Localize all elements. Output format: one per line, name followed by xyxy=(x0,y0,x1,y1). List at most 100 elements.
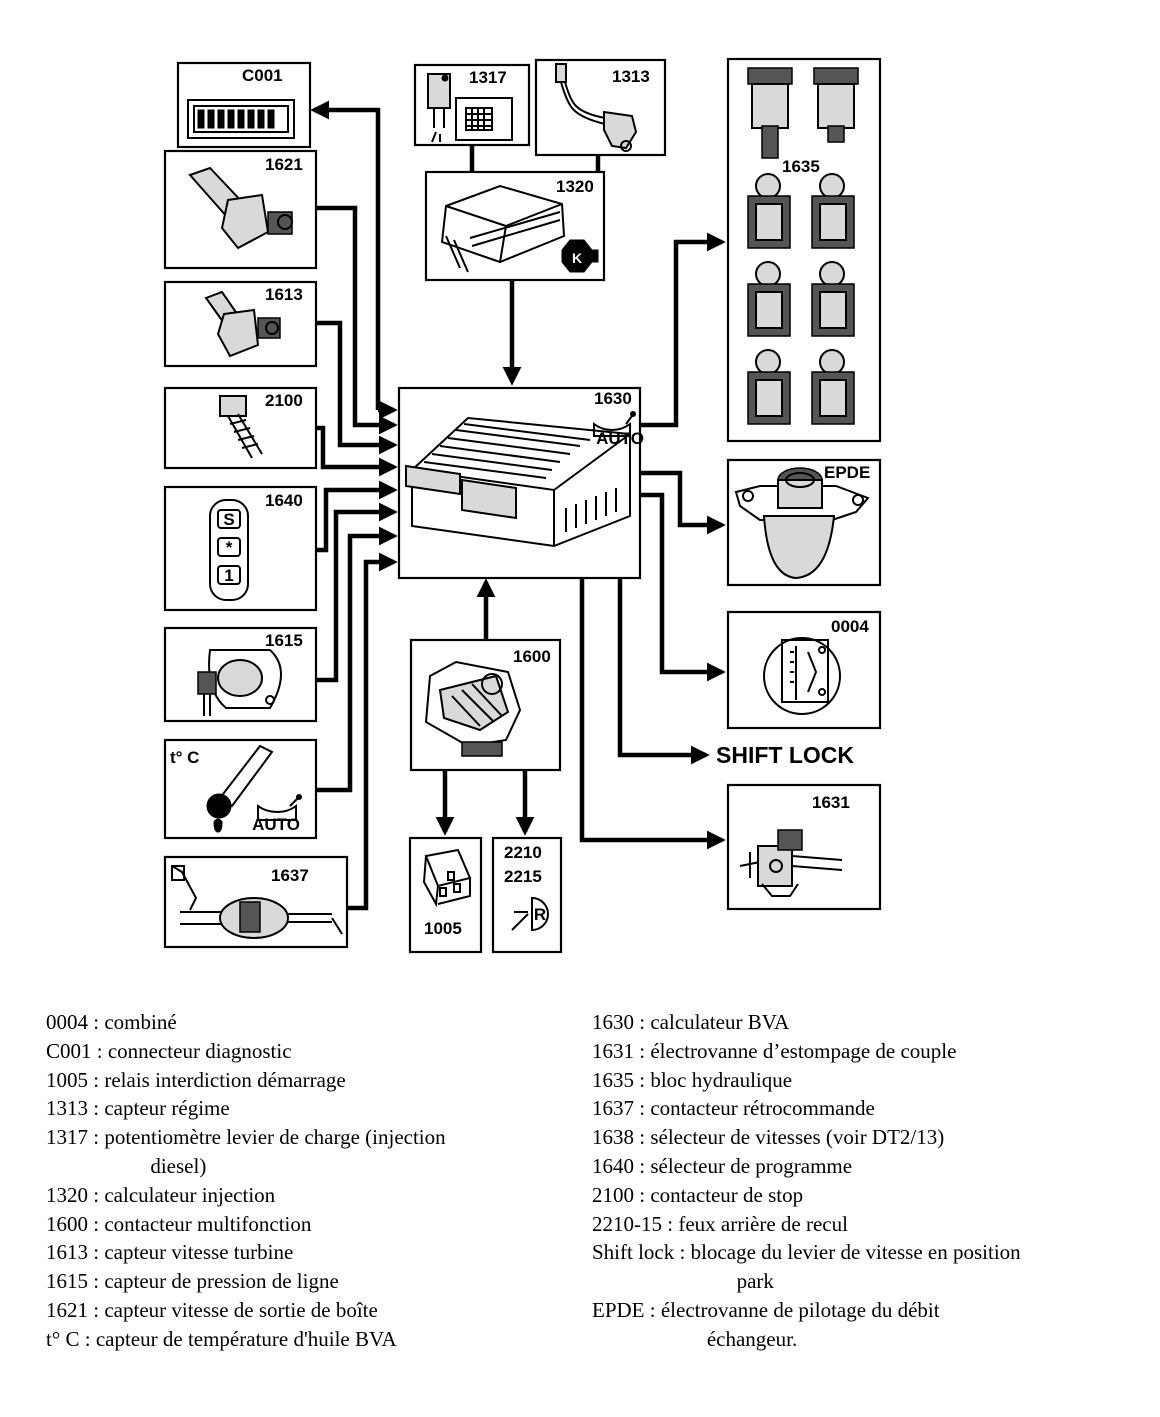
wire-1613 xyxy=(316,320,398,455)
legend-description: combiné xyxy=(104,1010,177,1034)
gearbox-ecu-icon xyxy=(405,416,631,548)
label-1600: 1600 xyxy=(513,647,551,666)
component-1613: 1613 xyxy=(163,280,318,368)
legend-entry: 1640 : sélecteur de programme xyxy=(592,1152,1132,1181)
legend-description: capteur vitesse de sortie de boîte xyxy=(104,1297,378,1322)
legend-description: feux arrière de recul xyxy=(678,1211,848,1236)
injection-ecu-icon xyxy=(440,184,566,273)
auto-gearbox-icon: AUTO xyxy=(252,794,302,834)
component-1631: 1631 xyxy=(726,783,882,911)
label-1313: 1313 xyxy=(612,67,650,86)
relay-icon xyxy=(422,848,472,908)
stop-switch-icon xyxy=(219,395,263,459)
legend-entry: 1637 : contacteur rétrocommande xyxy=(592,1094,1132,1123)
legend-entry: 1005 : relais interdiction démarrage xyxy=(46,1066,566,1095)
legend-description: capteur de température d'huile BVA xyxy=(95,1326,397,1351)
component-1005: 1005 xyxy=(408,836,483,954)
component-2100: 2100 xyxy=(163,386,318,470)
label-1613: 1613 xyxy=(265,285,303,304)
label-1615: 1615 xyxy=(265,631,303,650)
wire-shift-lock xyxy=(617,578,710,765)
program-selector-icon: S * 1 xyxy=(209,499,249,601)
component-1630: 1630 AUTO xyxy=(397,386,644,580)
legend-entry: Shift lock : blocage du levier de vitess… xyxy=(592,1238,1132,1296)
legend-entry: 0004 : combiné xyxy=(46,1008,566,1037)
diagnostic-connector-icon xyxy=(187,99,295,139)
label-1005: 1005 xyxy=(424,919,462,938)
legend-description: relais interdiction démarrage xyxy=(104,1067,346,1092)
selector-s-label: S xyxy=(223,510,234,529)
legend-entry: 1320 : calculateur injection xyxy=(46,1181,566,1210)
label-1635: 1635 xyxy=(782,157,820,176)
component-1637: 1637 xyxy=(163,855,349,949)
component-epde: EPDE xyxy=(726,458,882,587)
legend-key: 1600 : xyxy=(46,1211,105,1236)
legend-key: 1005 : xyxy=(46,1067,105,1092)
legend-description: blocage du levier de vitesse en position… xyxy=(690,1240,1021,1294)
legend-key: 2210-15 : xyxy=(592,1211,679,1236)
legend-key: t° C : xyxy=(46,1326,96,1351)
selector-1-label: 1 xyxy=(224,566,233,585)
legend-description: capteur vitesse turbine xyxy=(104,1240,294,1265)
wire-temp xyxy=(316,526,398,793)
legend-entry: 1600 : contacteur multifonction xyxy=(46,1210,566,1239)
legend-key: 1317 : xyxy=(46,1125,105,1150)
legend-entry: 1613 : capteur vitesse turbine xyxy=(46,1238,566,1267)
legend-key: 1313 : xyxy=(46,1096,105,1121)
legend-key: 1320 : xyxy=(46,1182,105,1207)
wire-0004 xyxy=(640,492,726,682)
component-1621: 1621 xyxy=(163,149,318,270)
wiring-diagram: C001 1621 1613 xyxy=(163,57,882,954)
legend-key: 1631 : xyxy=(592,1038,651,1063)
legend-key: 1635 : xyxy=(592,1067,651,1092)
component-0004: 0004 xyxy=(726,610,882,730)
wire-epde xyxy=(640,470,726,535)
label-temp: t° C xyxy=(170,748,199,767)
legend-description: connecteur diagnostic xyxy=(107,1038,292,1063)
component-temp-sensor: t° C AUTO xyxy=(163,738,318,840)
label-1640: 1640 xyxy=(265,491,303,510)
legend-description: contacteur rétrocommande xyxy=(650,1096,875,1121)
label-c001: C001 xyxy=(242,66,283,85)
potentiometer-icon xyxy=(427,73,513,143)
legend-entry: C001 : connecteur diagnostic xyxy=(46,1037,566,1066)
thermometer-icon xyxy=(206,744,274,833)
legend-entry: 2100 : contacteur de stop xyxy=(592,1181,1132,1210)
multifunction-switch-icon xyxy=(424,660,522,757)
auto-label-1630: AUTO xyxy=(596,429,644,448)
label-1630: 1630 xyxy=(594,389,632,408)
legend-description: capteur de pression de ligne xyxy=(104,1269,339,1294)
legend-description: contacteur multifonction xyxy=(104,1211,312,1236)
component-1615: 1615 xyxy=(163,626,318,723)
turbine-sensor-icon xyxy=(204,290,281,358)
label-0004: 0004 xyxy=(831,617,869,636)
selector-star-label: * xyxy=(226,538,233,557)
legend-entry: 1615 : capteur de pression de ligne xyxy=(46,1267,566,1296)
label-2100: 2100 xyxy=(265,391,303,410)
legend-key: EPDE : xyxy=(592,1297,661,1322)
component-1640: 1640 S * 1 xyxy=(163,485,318,612)
injection-k-label: K xyxy=(572,250,582,266)
wire-1631 xyxy=(579,578,726,850)
legend-description: calculateur injection xyxy=(104,1182,276,1207)
wire-1635 xyxy=(640,232,726,428)
reverse-r-label: R xyxy=(534,905,546,924)
legend-key: 0004 : xyxy=(46,1010,105,1034)
wire-1637 xyxy=(347,552,398,911)
legend-description: sélecteur de vitesses (voir DT2/13) xyxy=(650,1125,945,1150)
legend-key: 1640 : xyxy=(592,1153,651,1178)
legend-entry: 1638 : sélecteur de vitesses (voir DT2/1… xyxy=(592,1123,1132,1152)
legend-key: 1615 : xyxy=(46,1269,105,1294)
epde-valve-icon xyxy=(734,467,870,580)
legend-key: 1638 : xyxy=(592,1125,651,1150)
component-1600: 1600 xyxy=(409,638,562,772)
label-1320: 1320 xyxy=(556,177,594,196)
engine-speed-sensor-icon xyxy=(555,63,638,152)
injection-light-icon: K xyxy=(561,239,599,273)
wire-1615 xyxy=(316,502,398,683)
legend-key: 1621 : xyxy=(46,1297,105,1322)
instrument-panel-icon xyxy=(763,637,841,715)
